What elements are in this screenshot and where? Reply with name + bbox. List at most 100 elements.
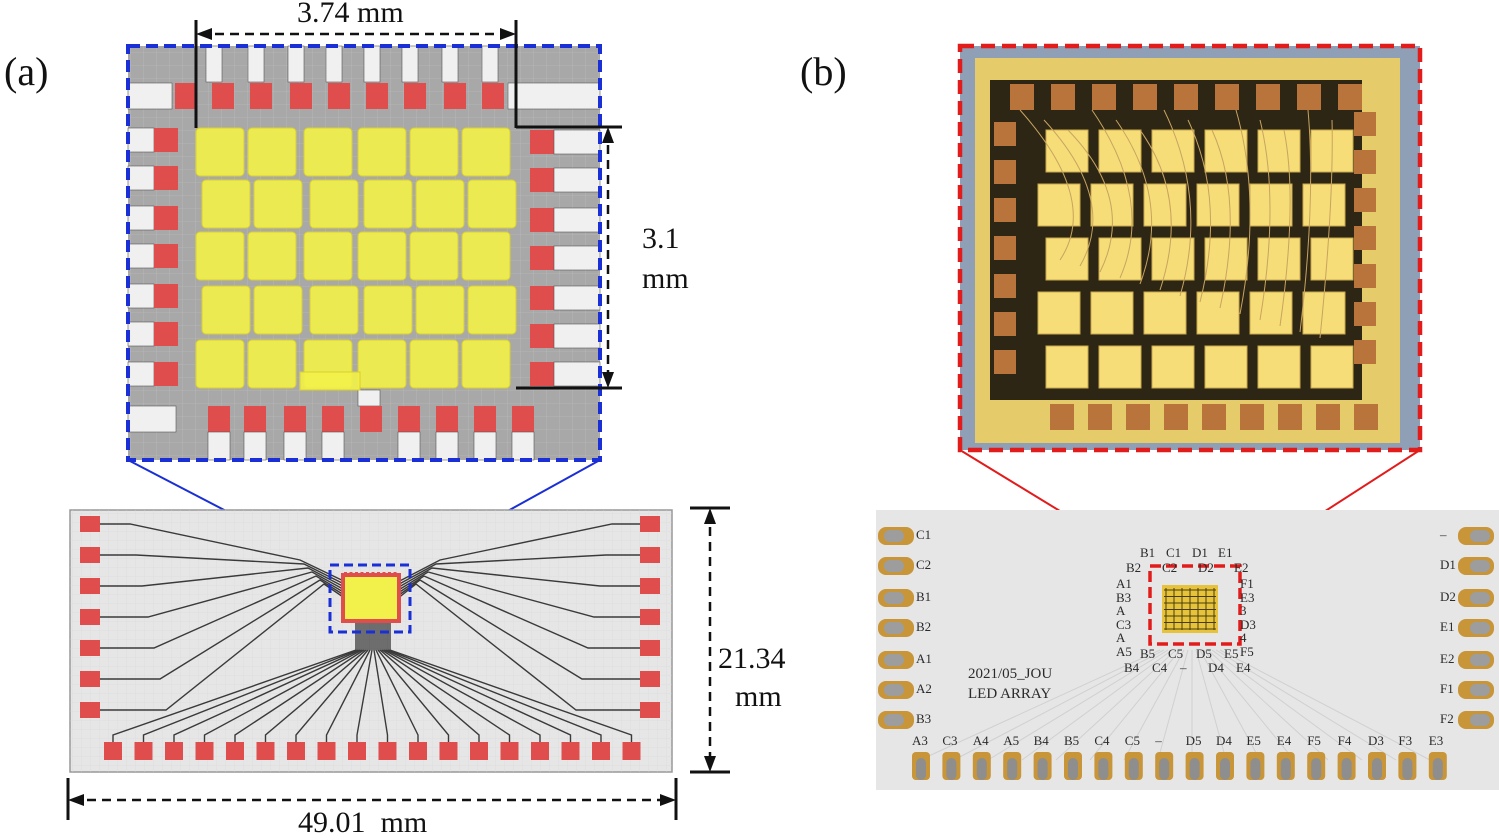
led-cell bbox=[303, 231, 353, 281]
pin-label-bottom: B4 bbox=[1033, 733, 1049, 748]
chip-label: C3 bbox=[1116, 616, 1132, 632]
pcb-trace bbox=[1123, 649, 1185, 761]
pin-label-right: F1 bbox=[1440, 681, 1454, 696]
pin-label-bottom: A5 bbox=[1003, 733, 1020, 748]
photo-led bbox=[1257, 129, 1301, 173]
chip-label: – bbox=[1180, 660, 1187, 675]
trace bbox=[391, 554, 640, 589]
photo-pad bbox=[1354, 404, 1378, 430]
led-cell bbox=[461, 339, 511, 389]
solder-pin bbox=[1341, 758, 1352, 780]
solder-pin bbox=[884, 684, 904, 696]
pin-label-bottom: E4 bbox=[1276, 733, 1292, 748]
board-pad bbox=[104, 742, 122, 760]
solder-pin bbox=[884, 592, 904, 604]
solder-pin bbox=[1470, 714, 1490, 726]
chip-label: C5 bbox=[1168, 646, 1184, 661]
bond-wire bbox=[1211, 129, 1231, 309]
pcb-trace bbox=[953, 649, 1165, 761]
dimension-board bbox=[66, 506, 730, 820]
chip-label: E4 bbox=[1236, 660, 1251, 675]
trace bbox=[100, 523, 353, 586]
led-photo-zoom bbox=[957, 43, 1423, 453]
pcb-trace bbox=[1215, 649, 1397, 761]
trace bbox=[100, 579, 353, 680]
led-cell bbox=[195, 231, 245, 281]
photo-pad bbox=[994, 236, 1016, 260]
photo-led bbox=[1143, 291, 1187, 335]
board-pad bbox=[640, 609, 660, 625]
solder-pin bbox=[884, 560, 904, 572]
led-cell bbox=[467, 179, 517, 229]
solder-pin bbox=[884, 530, 904, 542]
zoom-box-red bbox=[957, 43, 1423, 453]
led-cell bbox=[467, 285, 517, 335]
led-cell bbox=[309, 285, 359, 335]
led-cell bbox=[247, 127, 297, 177]
photo-led bbox=[1090, 291, 1134, 335]
photo-led bbox=[1045, 129, 1089, 173]
pin-label-left: C2 bbox=[916, 557, 932, 572]
photo-pad bbox=[1215, 84, 1239, 110]
photo-pad bbox=[1092, 84, 1116, 110]
board-pad bbox=[640, 640, 660, 656]
led-cell bbox=[409, 127, 459, 177]
pcb-trace bbox=[1055, 649, 1177, 761]
bond-wire bbox=[1279, 129, 1291, 327]
pin-label-bottom: C4 bbox=[1094, 733, 1110, 748]
photo-pad bbox=[1164, 404, 1188, 430]
photo-pad bbox=[1297, 84, 1321, 110]
chip-label: B2 bbox=[1126, 560, 1142, 575]
led-cell bbox=[363, 179, 413, 229]
board-pad bbox=[409, 742, 427, 760]
dim-board-width-label: 49.01 mm bbox=[298, 806, 428, 839]
led-cell bbox=[253, 285, 303, 335]
solder-pin bbox=[1068, 758, 1078, 780]
solder-pin bbox=[1470, 592, 1490, 604]
board-pad bbox=[640, 671, 660, 687]
trace bbox=[391, 583, 640, 711]
pin-label-bottom: C5 bbox=[1124, 733, 1140, 748]
photo-pad bbox=[1338, 84, 1362, 110]
led-cell bbox=[253, 179, 303, 229]
solder-pin bbox=[1159, 758, 1170, 780]
board-layout bbox=[69, 509, 673, 773]
board-pad bbox=[592, 742, 610, 760]
photo-led bbox=[1196, 291, 1240, 335]
pin-label-bottom: D4 bbox=[1216, 733, 1232, 748]
chip-label: E1 bbox=[1218, 545, 1233, 560]
led-cell bbox=[409, 231, 459, 281]
pcb-trace bbox=[1199, 649, 1261, 761]
board-pad bbox=[80, 671, 100, 687]
photo-pad bbox=[994, 160, 1016, 184]
board-pad bbox=[439, 742, 458, 760]
chip-label: E3 bbox=[1240, 589, 1255, 605]
solder-pin bbox=[1037, 758, 1048, 780]
photo-pad bbox=[1126, 404, 1150, 430]
photo-pad bbox=[1010, 84, 1034, 110]
photo-pad bbox=[994, 198, 1016, 222]
photo-pad bbox=[1133, 84, 1157, 110]
photo-led bbox=[1037, 291, 1081, 335]
chip-label: C1 bbox=[1166, 545, 1182, 560]
trace bbox=[100, 554, 353, 589]
chip-label: B1 bbox=[1140, 545, 1156, 560]
chip-label: F5 bbox=[1240, 643, 1254, 659]
dim-chip-width-label: 3.74 mm bbox=[297, 0, 404, 29]
pin-label-bottom: D5 bbox=[1185, 733, 1202, 748]
pin-label-right: F2 bbox=[1440, 711, 1454, 726]
solder-pin bbox=[946, 758, 957, 780]
chip-label: F1 bbox=[1240, 576, 1254, 591]
pin-label-left: A1 bbox=[916, 651, 932, 666]
solder-pin bbox=[1432, 758, 1443, 780]
trace bbox=[391, 523, 640, 586]
solder-pin bbox=[884, 654, 904, 666]
board-pad bbox=[470, 742, 488, 760]
solder-pin bbox=[916, 758, 926, 780]
board-pad bbox=[317, 742, 336, 760]
led-cell bbox=[201, 285, 251, 335]
board-pad bbox=[165, 742, 183, 760]
photo-led bbox=[1249, 291, 1293, 335]
solder-pin bbox=[1007, 758, 1018, 780]
trace bbox=[100, 583, 353, 711]
